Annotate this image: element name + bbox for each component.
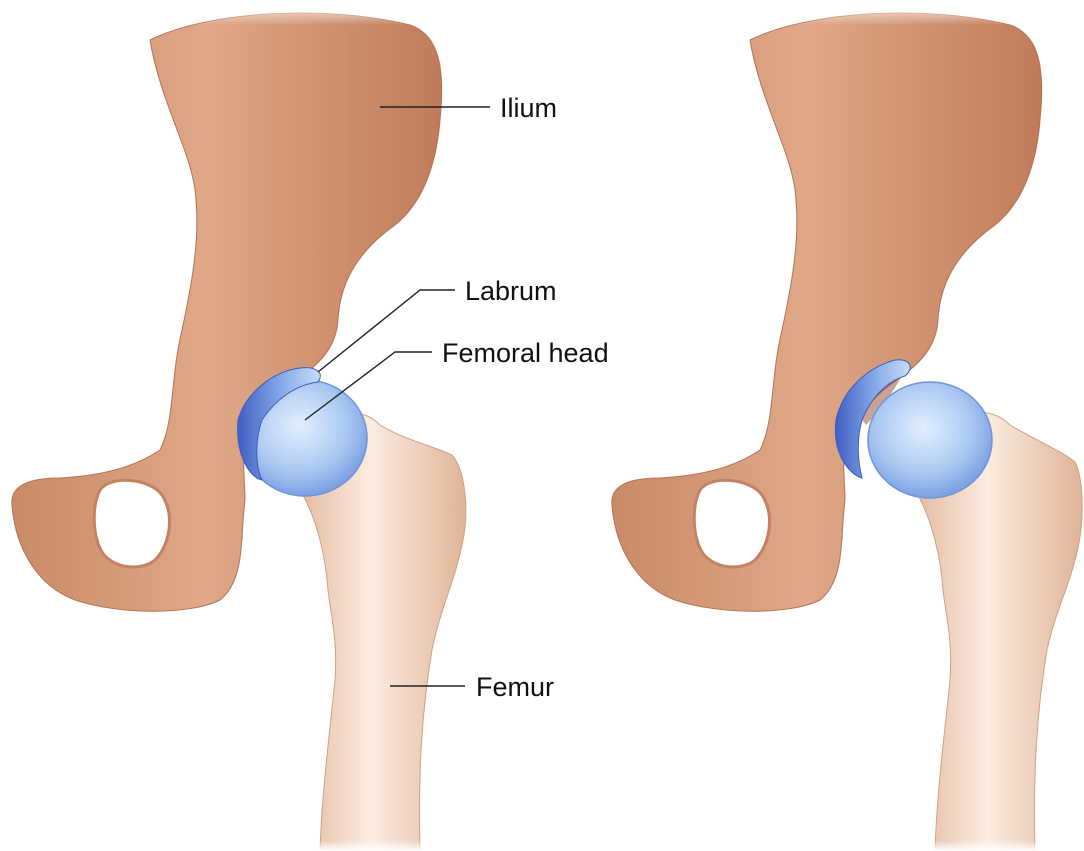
labrum-label: Labrum: [465, 276, 557, 306]
femoral-head-label: Femoral head: [442, 338, 609, 368]
right-femoral-head: [868, 382, 992, 498]
femur-label: Femur: [476, 672, 554, 702]
right-obturator-foramen: [694, 480, 769, 567]
left-obturator-foramen: [94, 480, 169, 567]
ilium-label: Ilium: [500, 93, 557, 123]
